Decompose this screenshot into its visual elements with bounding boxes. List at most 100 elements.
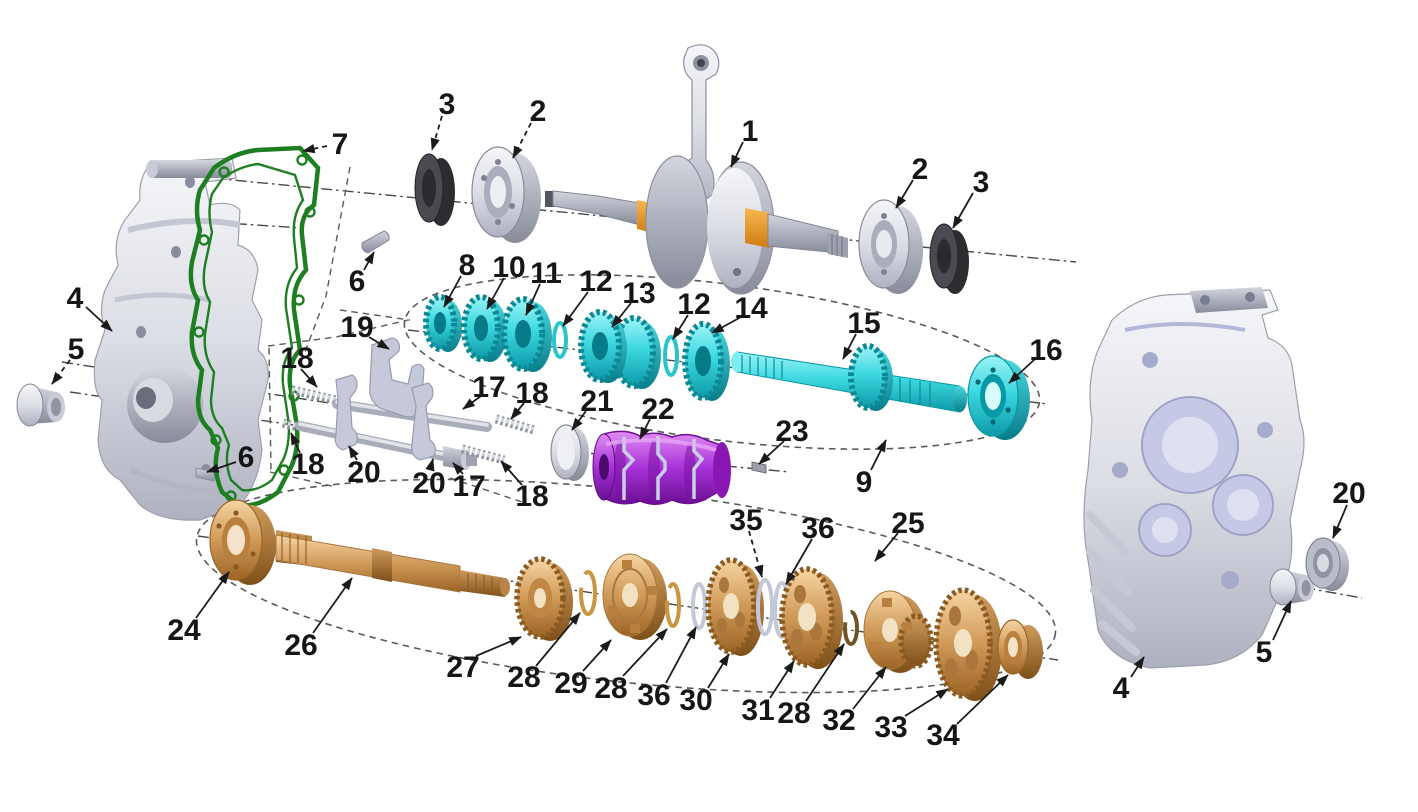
part-label-19: 19 [340, 311, 373, 344]
washer-12b [663, 335, 679, 377]
part-label-10: 10 [492, 251, 525, 284]
part-label-20: 20 [347, 456, 380, 489]
leader-line-26 [312, 577, 353, 634]
leader-line-2 [512, 122, 532, 159]
leader-line-30 [707, 653, 730, 689]
part-label-30: 30 [679, 684, 712, 717]
leader-lines-layer [51, 115, 1348, 725]
part-label-8: 8 [459, 249, 476, 282]
gasket-bolt-holes [193, 154, 316, 502]
part-label-9: 9 [856, 466, 873, 499]
leader-line-21 [571, 410, 587, 431]
leader-line-20 [348, 445, 359, 461]
part-label-1: 1 [742, 115, 759, 148]
panel-edge-bottom-2 [449, 477, 526, 504]
leader-line-19 [368, 336, 390, 350]
washer-12a [552, 321, 568, 359]
part-label-28: 28 [507, 661, 540, 694]
part-label-36: 36 [801, 512, 834, 545]
gear-33 [954, 629, 972, 657]
part-label-15: 15 [847, 307, 880, 340]
gear-11 [515, 320, 531, 348]
crankshaft-assembly [545, 44, 848, 295]
shift-drum-22 [592, 430, 731, 505]
part-label-28: 28 [777, 697, 810, 730]
part-label-34: 34 [926, 719, 960, 752]
part-label-17: 17 [472, 371, 505, 404]
leader-line-12 [672, 314, 689, 340]
part-label-6: 6 [238, 441, 255, 474]
leader-line-33 [904, 688, 949, 717]
part-label-11: 11 [530, 257, 562, 290]
part-label-25: 25 [891, 507, 924, 540]
part-label-12: 12 [677, 288, 710, 321]
gear-10 [474, 315, 488, 341]
leader-line-10 [486, 277, 505, 310]
dog-hub-32 [882, 618, 898, 642]
leader-line-5 [51, 359, 71, 385]
input-shaft-hub [851, 346, 885, 408]
gear-cluster-13 [592, 332, 608, 360]
gear-14 [695, 346, 711, 376]
bearing-24 [227, 525, 245, 555]
panel-edge-left [301, 166, 351, 361]
leader-line-4 [1130, 656, 1145, 678]
part-label-22: 22 [641, 393, 674, 426]
oil-seal-right [929, 223, 969, 294]
crank-left-tip [545, 191, 556, 207]
leader-line-23 [758, 440, 785, 465]
crank-right-shaft [767, 213, 839, 254]
part-label-36: 36 [637, 679, 670, 712]
part-label-7: 7 [332, 128, 349, 161]
input-gear-train [423, 294, 1030, 440]
bearing-16 [985, 382, 1001, 410]
drum-groove-2 [656, 436, 667, 500]
leader-line-18 [290, 432, 301, 454]
part-label-14: 14 [734, 292, 768, 325]
snap-ring-28c [843, 610, 859, 646]
part-label-28: 28 [594, 672, 627, 705]
leader-line-1 [730, 141, 744, 168]
part-label-23: 23 [775, 415, 808, 448]
part-label-27: 27 [446, 651, 479, 684]
part-label-6: 6 [349, 265, 366, 298]
bushing-left [16, 383, 65, 427]
part-label-18: 18 [291, 448, 324, 481]
shift-fork-20a [334, 374, 358, 451]
part-label-31: 31 [741, 694, 774, 727]
left-crankcase-half [93, 157, 269, 521]
snap-ring-28a [579, 570, 597, 616]
part-label-20: 20 [1332, 477, 1365, 510]
leader-line-12 [562, 291, 589, 327]
leader-line-6 [206, 461, 237, 473]
output-shaft-26 [275, 534, 461, 593]
leader-line-15 [842, 333, 857, 360]
leader-line-5 [1272, 600, 1292, 641]
dowel-pin-top [361, 230, 390, 254]
shift-fork-19 [369, 337, 425, 418]
leader-line-3 [952, 192, 974, 229]
leader-line-34 [956, 674, 1009, 725]
part-label-3: 3 [439, 88, 456, 121]
part-label-5: 5 [1256, 636, 1273, 669]
leader-line-32 [852, 666, 887, 710]
leader-line-22 [639, 418, 651, 440]
snap-ring-28b [665, 582, 681, 628]
leader-line-29 [582, 639, 612, 672]
dog-hub-29 [622, 583, 638, 607]
crank-threaded-tip [828, 233, 848, 258]
oil-seal-left [414, 153, 455, 226]
crank-left-stub-shaft [552, 190, 641, 226]
leader-line-7 [302, 144, 328, 154]
part-label-26: 26 [284, 629, 317, 662]
washer-35 [756, 578, 774, 636]
part-label-33: 33 [874, 711, 907, 744]
output-shaft-group [209, 499, 1043, 701]
leader-line-3 [430, 115, 443, 151]
part-label-18: 18 [280, 342, 313, 375]
leader-line-16 [1008, 358, 1036, 384]
leader-line-24 [195, 571, 230, 619]
